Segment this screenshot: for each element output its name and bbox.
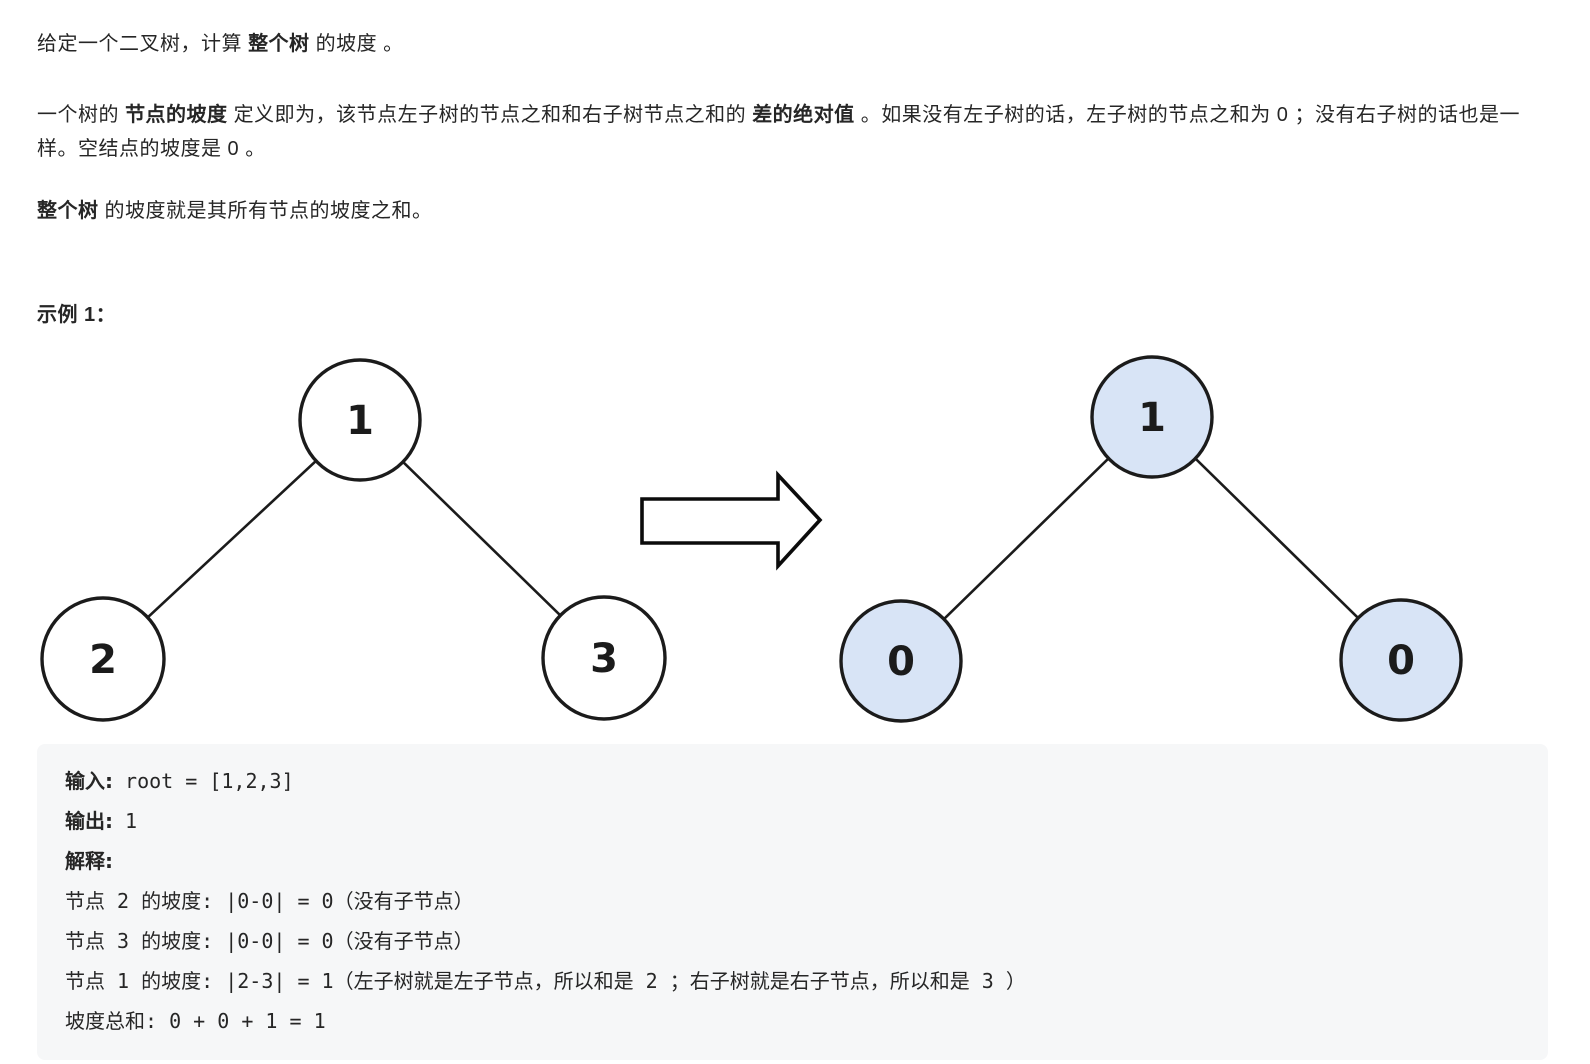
input-value: root = [1,2,3] [113, 769, 294, 793]
node2-tilt-text: 节点 2 的坡度: |0-0| = 0（没有子节点） [65, 889, 474, 913]
example-line-node1-tilt: 节点 1 的坡度: |2-3| = 1（左子树就是左子节点，所以和是 2 ；右子… [65, 961, 1520, 1001]
tree-node-value: 0 [887, 639, 915, 685]
definition-text-tail: 。如果没有左子树的话，左子树的节点之和为 0 ；没有右子树的话也是一样。空结点的… [37, 104, 1520, 160]
node3-tilt-text: 节点 3 的坡度: |0-0| = 0（没有子节点） [65, 929, 474, 953]
right-arrow-icon [640, 470, 823, 571]
example-line-input: 输入: root = [1,2,3] [65, 761, 1520, 801]
binary-tree-diagram: 1 2 3 1 0 0 [40, 355, 1463, 723]
example-line-node2-tilt: 节点 2 的坡度: |0-0| = 0（没有子节点） [65, 881, 1520, 921]
tree-node [298, 358, 422, 482]
example-line-tilt-sum: 坡度总和: 0 + 0 + 1 = 1 [65, 1001, 1520, 1041]
definition-text: 一个树的 [37, 104, 126, 126]
tree-node [1090, 355, 1214, 479]
example-line-node3-tilt: 节点 3 的坡度: |0-0| = 0（没有子节点） [65, 921, 1520, 961]
intro-text: 给定一个二叉树，计算 [37, 33, 249, 55]
example-line-output: 输出: 1 [65, 801, 1520, 841]
node-tilt-bold-term: 节点的坡度 [125, 104, 228, 126]
tree-node-value: 2 [89, 637, 117, 683]
node1-tilt-text: 节点 1 的坡度: |2-3| = 1（左子树就是左子节点，所以和是 2 ；右子… [65, 969, 1026, 993]
intro-text-tail: 的坡度 。 [309, 33, 404, 55]
explanation-label: 解释: [65, 849, 113, 873]
output-tree: 1 0 0 [839, 355, 1463, 723]
input-tree: 1 2 3 [40, 358, 667, 722]
tree-node [839, 599, 963, 723]
problem-intro-paragraph: 给定一个二叉树，计算 整个树 的坡度 。 [37, 30, 1546, 58]
tree-node [1339, 598, 1463, 722]
definition-text-mid: 定义即为，该节点左子树的节点之和和右子树节点之和的 [227, 104, 753, 126]
tree-node-value: 3 [590, 636, 618, 682]
whole-tree-bold-term-2: 整个树 [37, 200, 99, 222]
tree-node-value: 0 [1387, 638, 1415, 684]
tree-node-value: 1 [1138, 395, 1166, 441]
tree-node [541, 595, 667, 721]
total-tilt-paragraph: 整个树 的坡度就是其所有节点的坡度之和。 [37, 194, 1546, 228]
tilt-sum-text: 坡度总和: 0 + 0 + 1 = 1 [65, 1009, 326, 1033]
tree-node [40, 596, 166, 722]
example-1-heading: 示例 1： [37, 304, 117, 326]
absolute-difference-bold-term: 差的绝对值 [752, 104, 855, 126]
total-text: 的坡度就是其所有节点的坡度之和。 [98, 200, 433, 222]
output-value: 1 [113, 809, 138, 833]
tree-node-value: 1 [346, 398, 374, 444]
input-label: 输入: [65, 769, 113, 793]
example-line-explanation: 解释: [65, 841, 1520, 881]
whole-tree-bold-term: 整个树 [248, 33, 310, 55]
tilt-definition-paragraph: 一个树的 节点的坡度 定义即为，该节点左子树的节点之和和右子树节点之和的 差的绝… [37, 98, 1546, 166]
output-label: 输出: [65, 809, 113, 833]
